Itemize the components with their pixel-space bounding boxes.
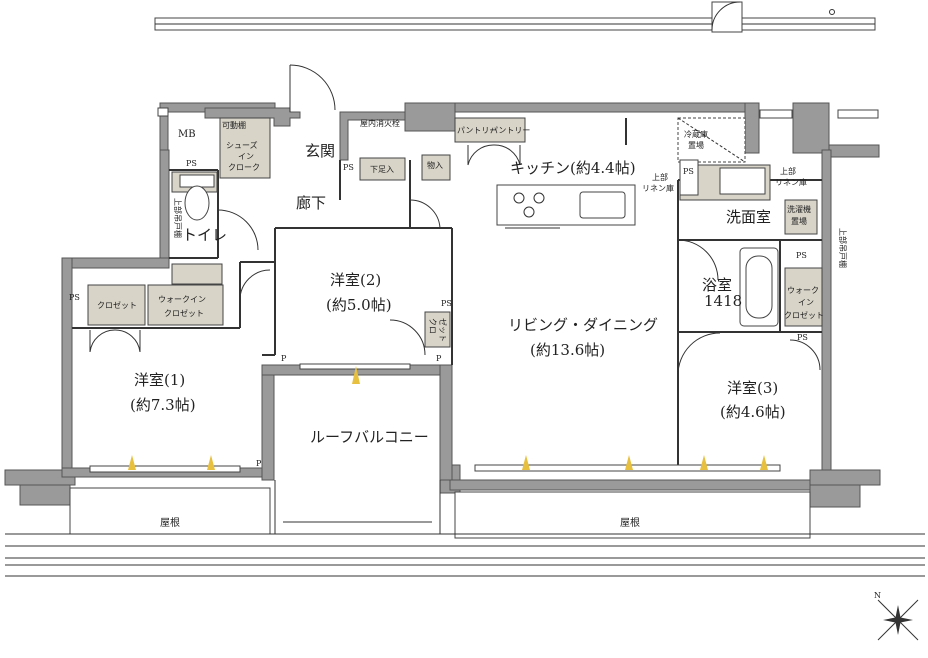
western3-name: 洋室(3): [727, 379, 778, 397]
western2-name: 洋室(2): [330, 271, 381, 289]
shoes-in-cloak-1: シューズ: [226, 140, 258, 150]
bath-name: 浴室: [702, 276, 732, 294]
closet-label: クロゼット: [97, 300, 137, 310]
western2-size: (約5.0帖): [326, 296, 392, 314]
bath-size: 1418: [704, 292, 742, 310]
upper-linen-right-1: 上部: [780, 166, 796, 176]
shoes-in-cloak-3: クローク: [228, 163, 260, 172]
floor-heater-icons: [128, 366, 768, 470]
roof-left-label: 屋根: [160, 516, 180, 529]
mb-label: MB: [178, 129, 196, 140]
ps-label-2: PS: [343, 163, 354, 172]
p-label-1: P: [281, 354, 287, 363]
shoe-low-label: 下足入: [370, 165, 394, 174]
top-corridor-outline: [154, 1, 876, 33]
walk-in-closet-3-3: クロゼット: [784, 310, 824, 320]
washroom-fixtures: [679, 159, 818, 235]
upper-linen-left-1: 上部: [652, 172, 668, 182]
fridge-label-2: 置場: [688, 140, 704, 150]
svg-text:N: N: [874, 591, 881, 600]
washer-label-2: 置場: [791, 216, 807, 226]
western3-size: (約4.6帖): [720, 403, 786, 421]
storage-boxes: [87, 117, 823, 348]
kitchen-label: キッチン(約4.4帖): [510, 159, 636, 177]
p-label-3: P: [256, 459, 262, 468]
fridge-label-1: 冷蔵庫: [684, 129, 708, 139]
corridor-label: 廊下: [296, 194, 326, 212]
p-label-2: P: [436, 354, 442, 363]
toilet-fixture: [179, 174, 215, 221]
living-name: リビング・ダイニング: [508, 316, 658, 334]
ps-label-1: PS: [186, 159, 197, 168]
pantry1-label: パントリー: [457, 126, 497, 135]
entrance-label: 玄関: [305, 142, 335, 160]
ps-label-7: PS: [797, 333, 808, 342]
doors: [89, 64, 821, 376]
fridge-area: [677, 117, 746, 163]
closet-small-1: クロ: [428, 318, 437, 334]
upper-hanging-left-label: 上部吊戸棚: [173, 198, 183, 238]
upper-linen-right-2: リネン庫: [775, 177, 807, 187]
ps-label-5: PS: [69, 293, 80, 302]
ps-label-4: PS: [796, 251, 807, 260]
walk-in-closet-1: ウォークイン: [158, 295, 206, 304]
movable-shelf-label: 可動棚: [222, 120, 246, 130]
indoor-hydrant-label: 屋内消火栓: [360, 118, 400, 128]
upper-hanging-right-label: 上部吊戸棚: [838, 228, 848, 268]
living-size: (約13.6帖): [530, 341, 605, 359]
compass-icon: N: [874, 591, 919, 641]
washer-label-1: 洗濯機: [787, 204, 811, 214]
pantry2-label: パントリー: [490, 126, 530, 135]
roof-right-label: 屋根: [620, 516, 640, 529]
walk-in-closet-3-1: ウォーク: [787, 286, 819, 295]
toilet-label: トイレ: [182, 226, 227, 244]
closet-small-2: ゼット: [438, 318, 448, 342]
western1-name: 洋室(1): [134, 371, 185, 389]
walk-in-closet-2: クロゼット: [164, 308, 204, 318]
storage-label: 物入: [427, 160, 443, 170]
shoes-in-cloak-2: イン: [238, 152, 254, 161]
roof-balcony-label: ルーフバルコニー: [310, 428, 429, 446]
washroom-label: 洗面室: [726, 208, 771, 226]
ps-label-6: PS: [441, 299, 452, 308]
walk-in-closet-3-2: イン: [798, 298, 814, 307]
balcony-rails: [5, 480, 925, 577]
ps-label-3: PS: [683, 167, 694, 176]
bathtub: [739, 247, 779, 327]
upper-linen-left-2: リネン庫: [642, 183, 674, 193]
western1-size: (約7.3帖): [130, 396, 196, 414]
kitchen-island: [496, 184, 636, 229]
